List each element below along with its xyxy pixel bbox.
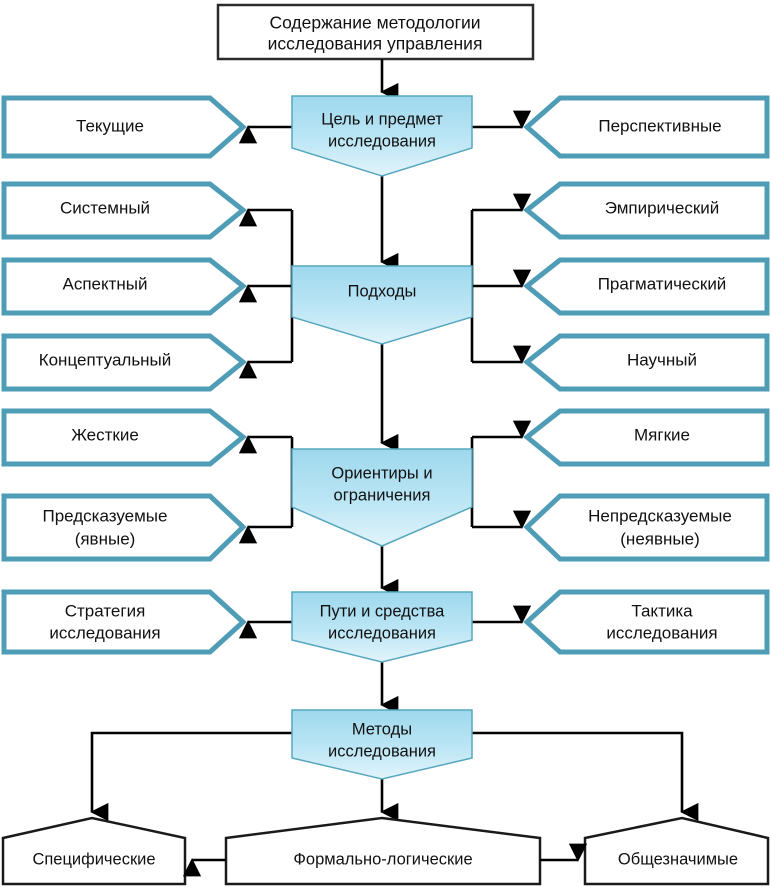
node-taktika[interactable]: Тактика исследования bbox=[523, 589, 770, 655]
node-nauchnyy-shape[interactable] bbox=[523, 333, 770, 392]
core-ways[interactable]: Пути и средства исследования bbox=[291, 591, 473, 663]
node-empiricheskiy[interactable]: Эмпирический bbox=[523, 181, 770, 240]
core-guidelines-line-1: Ориентиры и bbox=[331, 464, 432, 482]
node-kontseptualnyy[interactable]: Концептуальный bbox=[1, 333, 247, 392]
node-strategiya-line-1: Стратегия bbox=[65, 601, 146, 620]
level-goal: Текущие Перспективные Цель и предмет исс… bbox=[1, 95, 770, 177]
node-spetsificheskie-label: Специфические bbox=[32, 850, 155, 868]
node-nepredskazuemye[interactable]: Непредсказуемые (неявные) bbox=[523, 493, 770, 562]
node-pragmaticheskiy[interactable]: Прагматический bbox=[523, 257, 770, 316]
core-guidelines[interactable]: Ориентиры и ограничения bbox=[291, 448, 473, 547]
node-taktika-line-2: исследования bbox=[606, 623, 717, 642]
node-sistemnyy-label: Системный bbox=[60, 198, 150, 217]
node-formalno-logicheskie-label: Формально-логические bbox=[293, 850, 472, 868]
node-tekuschie-label: Текущие bbox=[76, 116, 144, 135]
connector-methods-to-specific bbox=[90, 731, 292, 822]
core-methods-line-1: Методы bbox=[352, 720, 412, 738]
core-goal-line-2: исследования bbox=[328, 132, 436, 150]
node-aspektnyy-shape[interactable] bbox=[1, 257, 247, 316]
node-tekuschie-shape[interactable] bbox=[1, 95, 247, 159]
node-predskazuemye[interactable]: Предсказуемые (явные) bbox=[1, 493, 247, 562]
node-spetsificheskie[interactable]: Специфические bbox=[1, 816, 187, 886]
core-guidelines-line-2: ограничения bbox=[334, 486, 431, 504]
node-formalno-logicheskie[interactable]: Формально-логические bbox=[224, 816, 542, 886]
title-line-1: Содержание методологии bbox=[269, 13, 480, 33]
node-kontseptualnyy-shape[interactable] bbox=[1, 333, 247, 392]
node-obscheznachimye-shape[interactable] bbox=[583, 816, 770, 886]
node-kontseptualnyy-label: Концептуальный bbox=[39, 350, 172, 369]
node-strategiya-line-2: исследования bbox=[49, 623, 160, 642]
node-tekuschie[interactable]: Текущие bbox=[1, 95, 247, 159]
node-sistemnyy[interactable]: Системный bbox=[1, 181, 247, 240]
node-nepredskazuemye-line-2: (неявные) bbox=[620, 529, 699, 548]
node-pragmaticheskiy-label: Прагматический bbox=[598, 274, 727, 293]
node-perspektivnye[interactable]: Перспективные bbox=[523, 95, 770, 159]
core-ways-line-2: исследования bbox=[328, 624, 436, 642]
core-goal-line-1: Цель и предмет bbox=[321, 110, 443, 128]
core-methods-line-2: исследования bbox=[328, 742, 436, 760]
node-strategiya-shape[interactable] bbox=[1, 589, 247, 655]
core-methods[interactable]: Методы исследования bbox=[291, 709, 473, 780]
node-taktika-shape[interactable] bbox=[523, 589, 770, 655]
node-pragmaticheskiy-shape[interactable] bbox=[523, 257, 770, 316]
node-sistemnyy-shape[interactable] bbox=[1, 181, 247, 240]
title-box-rect bbox=[216, 3, 535, 61]
node-obscheznachimye[interactable]: Общезначимые bbox=[583, 816, 770, 886]
node-myagkie-label: Мягкие bbox=[634, 425, 690, 444]
node-zhestkie-shape[interactable] bbox=[1, 408, 247, 467]
title-line-2: исследования управления bbox=[268, 34, 483, 54]
node-predskazuemye-line-2: (явные) bbox=[75, 529, 136, 548]
core-approaches-shape[interactable] bbox=[291, 265, 473, 345]
level-ways: Стратегия исследования Тактика исследова… bbox=[1, 589, 770, 663]
level-guidelines: Жесткие Предсказуемые (явные) Мягкие Неп… bbox=[1, 408, 770, 562]
node-nepredskazuemye-line-1: Непредсказуемые bbox=[588, 506, 732, 525]
node-aspektnyy[interactable]: Аспектный bbox=[1, 257, 247, 316]
node-aspektnyy-label: Аспектный bbox=[62, 274, 147, 293]
core-guidelines-shape[interactable] bbox=[291, 448, 473, 547]
level-approaches: Системный Аспектный Концептуальный Эмпир… bbox=[1, 181, 770, 392]
core-goal-shape[interactable] bbox=[291, 95, 473, 177]
title-box: Содержание методологии исследования упра… bbox=[216, 3, 535, 61]
node-nauchnyy-label: Научный bbox=[627, 350, 697, 369]
core-methods-shape[interactable] bbox=[291, 709, 473, 780]
node-predskazuemye-line-1: Предсказуемые bbox=[43, 506, 168, 525]
core-ways-shape[interactable] bbox=[291, 591, 473, 663]
node-nauchnyy[interactable]: Научный bbox=[523, 333, 770, 392]
node-myagkie[interactable]: Мягкие bbox=[523, 408, 770, 467]
node-zhestkie[interactable]: Жесткие bbox=[1, 408, 247, 467]
node-perspektivnye-shape[interactable] bbox=[523, 95, 770, 159]
node-zhestkie-label: Жесткие bbox=[71, 425, 139, 444]
core-goal[interactable]: Цель и предмет исследования bbox=[291, 95, 473, 177]
node-obscheznachimye-label: Общезначимые bbox=[618, 850, 738, 868]
node-taktika-line-1: Тактика bbox=[631, 601, 693, 620]
connector-methods-to-universal bbox=[472, 731, 699, 822]
node-myagkie-shape[interactable] bbox=[523, 408, 770, 467]
core-ways-line-1: Пути и средства bbox=[320, 602, 446, 620]
node-perspektivnye-label: Перспективные bbox=[598, 116, 721, 135]
core-approaches[interactable]: Подходы bbox=[291, 265, 473, 345]
core-approaches-label: Подходы bbox=[348, 282, 417, 300]
node-predskazuemye-shape[interactable] bbox=[1, 493, 247, 562]
node-empiricheskiy-shape[interactable] bbox=[523, 181, 770, 240]
bottom-row: Специфические Формально-логические Общез… bbox=[1, 816, 770, 886]
level-methods: Методы исследования bbox=[90, 709, 699, 822]
node-nepredskazuemye-shape[interactable] bbox=[523, 493, 770, 562]
node-empiricheskiy-label: Эмпирический bbox=[605, 198, 720, 217]
node-strategiya[interactable]: Стратегия исследования bbox=[1, 589, 247, 655]
